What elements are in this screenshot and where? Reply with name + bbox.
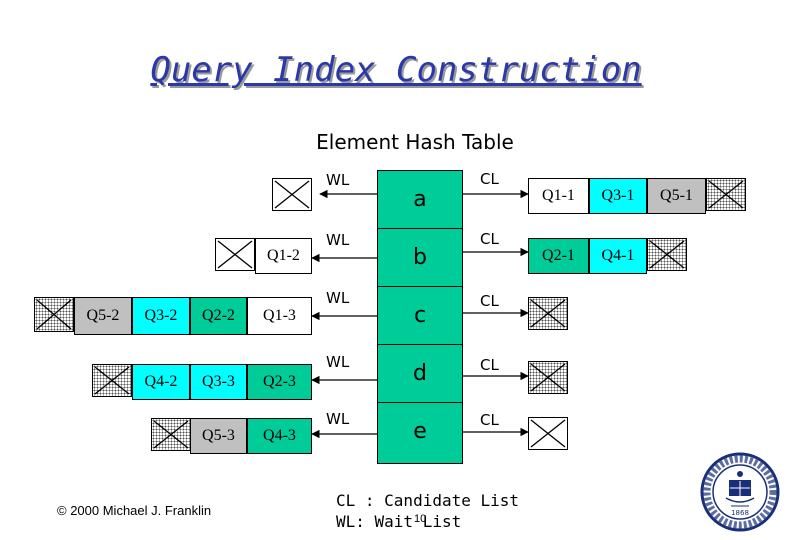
cl-entry: Q5-1 — [647, 178, 706, 214]
wl-entry: Q5-2 — [74, 297, 132, 335]
wl-entry: Q2-3 — [247, 364, 312, 400]
null-terminator-icon — [706, 178, 746, 211]
cl-entry: Q2-1 — [528, 238, 589, 274]
wl-label-e: WL — [326, 410, 350, 428]
cl-entry: Q4-1 — [589, 238, 647, 274]
cl-entry: Q3-1 — [589, 178, 647, 214]
hash-entry-b: b — [377, 228, 463, 286]
hash-entry-c: c — [377, 286, 463, 344]
legend-wait-list: WL: Wait List — [336, 512, 462, 531]
wl-entry: Q3-3 — [190, 364, 247, 400]
legend: CL : Candidate List WL: Wait List — [336, 490, 519, 532]
cl-label-c: CL — [480, 292, 499, 310]
slide-title: Query Index Construction — [150, 50, 642, 90]
legend-candidate-list: CL : Candidate List — [336, 491, 520, 510]
wl-label-d: WL — [326, 353, 350, 371]
null-terminator-icon — [528, 361, 568, 394]
wl-entry: Q4-3 — [247, 418, 312, 454]
cl-label-e: CL — [480, 411, 499, 429]
null-terminator-icon — [647, 238, 687, 271]
seal-year: 1868 — [731, 509, 749, 517]
element-hash-table — [377, 170, 463, 464]
cl-label-d: CL — [480, 356, 499, 374]
wl-entry: Q4-2 — [132, 364, 190, 400]
wl-label-b: WL — [326, 231, 350, 249]
cl-entry: Q1-1 — [528, 178, 589, 214]
hash-table-caption: Element Hash Table — [316, 130, 514, 154]
hash-entry-a: a — [413, 186, 427, 212]
wl-entry: Q3-2 — [132, 297, 190, 335]
wl-label-c: WL — [326, 289, 350, 307]
university-seal-logo: 1868 — [700, 452, 780, 532]
null-terminator-icon — [151, 418, 191, 451]
null-terminator-icon — [272, 178, 312, 211]
wl-entry: Q1-2 — [255, 238, 312, 274]
copyright-notice: © 2000 Michael J. Franklin — [57, 503, 212, 518]
hash-entry-e: e — [377, 402, 463, 460]
null-terminator-icon — [215, 238, 255, 271]
hash-entry-d: d — [377, 344, 463, 402]
null-terminator-icon — [528, 417, 568, 450]
cl-label-b: CL — [480, 230, 499, 248]
null-terminator-icon — [528, 297, 568, 330]
page-number: 10 — [414, 513, 427, 525]
cl-label-a: CL — [480, 170, 499, 188]
wl-entry: Q5-3 — [190, 418, 247, 454]
null-terminator-icon — [92, 364, 132, 397]
wl-entry: Q1-3 — [247, 297, 312, 335]
wl-entry: Q2-2 — [190, 297, 247, 335]
wl-label-a: WL — [326, 171, 350, 189]
null-terminator-icon — [34, 297, 74, 332]
